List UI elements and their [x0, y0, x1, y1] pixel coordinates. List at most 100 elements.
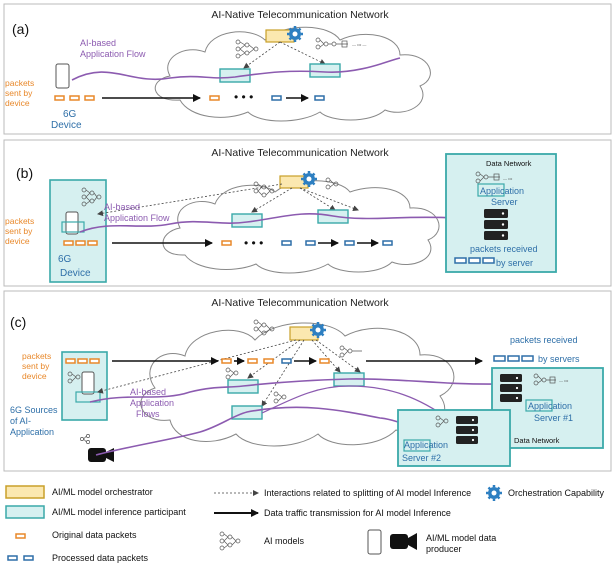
model-output-mark: — ••• — — [352, 42, 366, 47]
panel-c-flow-line2: Application — [130, 398, 174, 408]
panel-a-title: AI-Native Telecommunication Network — [211, 9, 389, 21]
ai-model-icon — [80, 434, 90, 444]
panel-a: AI-Native Telecommunication Network (a) … — [3, 3, 612, 135]
application-flow-line — [95, 406, 446, 456]
panel-c-label: (c) — [10, 314, 26, 330]
legend-orchestration-label: Orchestration Capability — [508, 488, 605, 498]
received-packet-group — [454, 257, 495, 264]
smartphone-icon — [55, 63, 70, 89]
legend-processed-swatch — [7, 555, 34, 561]
legend-processed-label: Processed data packets — [52, 553, 149, 563]
panel-b-received-line2: by server — [496, 258, 533, 268]
panel-b-packets-line1: packets — [5, 216, 34, 226]
model-output-mark: — ••• — [503, 176, 513, 181]
panel-c-server1-line2: Server #1 — [534, 413, 573, 423]
smartphone-icon — [65, 211, 79, 235]
panel-a-flow-label-1: AI-based — [80, 38, 116, 48]
panel-b-device-line1: 6G — [58, 254, 72, 265]
application-flow-line — [89, 378, 501, 403]
source-inference-participant — [75, 391, 101, 403]
orchestration-gear-icon — [301, 171, 317, 187]
panel-b-cloud — [162, 180, 440, 274]
legend-original-label: Original data packets — [52, 530, 137, 540]
ellipsis: • • • — [234, 90, 253, 104]
server-inference-participant — [477, 183, 505, 197]
panel-b-device-line2: Device — [60, 268, 91, 279]
panel-c-server2-line2: Server #2 — [402, 453, 441, 463]
panel-b: AI-Native Telecommunication Network (b) … — [3, 139, 612, 287]
received-packet-group — [493, 355, 534, 362]
legend: AI/ML model orchestrator AI/ML model inf… — [5, 485, 605, 563]
interaction-lines — [97, 183, 359, 217]
ai-model-icon — [435, 415, 449, 428]
legend-participant-label: AI/ML model inference participant — [52, 507, 186, 517]
ai-model-icon — [253, 181, 275, 198]
panel-c-server2-box — [397, 409, 511, 467]
server-inference-participant — [403, 439, 431, 452]
panel-c-flow-line1: AI-based — [130, 387, 166, 397]
panel-a-label: (a) — [12, 21, 29, 37]
legend-ai-models-label: AI models — [264, 536, 305, 546]
panel-c-flow-line3: Flows — [136, 409, 160, 419]
original-packet-group — [65, 358, 100, 364]
panel-c-server2-line1: Application — [404, 440, 448, 450]
panel-a-flow-label-2: Application Flow — [80, 49, 146, 59]
ai-model-icon — [67, 371, 81, 384]
panel-b-flow-label-2: Application Flow — [104, 213, 170, 223]
panel-a-packets-line2: sent by — [5, 88, 33, 98]
panel-c-server1-line1: Application — [528, 401, 572, 411]
legend-orchestrator-swatch — [5, 485, 45, 499]
processed-packet — [281, 240, 292, 246]
original-packet — [247, 358, 258, 364]
legend-traffic-label: Data traffic transmission for AI model I… — [264, 508, 451, 518]
panel-b-label: (b) — [16, 165, 33, 181]
processed-packet — [344, 240, 355, 246]
panel-b-flow-label-1: AI-based — [104, 202, 140, 212]
panel-b-received-line1: packets received — [470, 244, 538, 254]
processed-packet — [305, 240, 316, 246]
legend-interactions-label: Interactions related to splitting of AI … — [264, 488, 471, 498]
application-flow-line — [71, 57, 401, 81]
panel-c-packets-line1: packets — [22, 351, 51, 361]
original-packet-group — [63, 240, 98, 246]
legend-participant-swatch — [5, 505, 45, 519]
panel-c-received-line2: by servers — [538, 354, 580, 364]
panel-c-packets-line2: sent by — [22, 361, 50, 371]
ai-model-icon — [81, 187, 102, 207]
legend-gear-icon — [486, 485, 502, 501]
panel-b-title: AI-Native Telecommunication Network — [211, 147, 389, 159]
ai-model-icon — [533, 373, 556, 386]
legend-producer-line1: AI/ML model data — [426, 533, 496, 543]
ai-model-icon — [339, 345, 362, 358]
panel-a-packets-line3: device — [5, 98, 30, 108]
legend-ai-models-icon — [219, 531, 241, 551]
ai-model-icon — [475, 171, 500, 184]
legend-video-camera-icon — [390, 533, 417, 550]
ai-model-icon — [273, 391, 287, 404]
model-output-mark: — ••• — [559, 378, 569, 383]
video-camera-icon — [88, 448, 114, 462]
orchestration-gear-icon — [310, 322, 326, 338]
panel-c-sources-line2: of AI- — [10, 416, 31, 426]
panel-b-server-line1: Application — [480, 186, 524, 196]
processed-packet — [281, 358, 292, 364]
ai-model-icon — [325, 177, 339, 190]
interaction-lines — [97, 339, 361, 407]
panel-c-data-network-label: Data Network — [514, 436, 560, 445]
original-packet — [221, 358, 232, 364]
original-packet — [319, 358, 330, 364]
panel-a-device-line1: 6G — [63, 109, 77, 120]
panel-a-packets-line1: packets — [5, 78, 34, 88]
original-packet — [221, 240, 232, 246]
device-inference-participant — [61, 221, 85, 233]
server-icon — [484, 209, 508, 240]
panel-c: AI-Native Telecommunication Network (c) … — [3, 290, 612, 472]
ellipsis: • • • — [244, 236, 263, 250]
smartphone-icon — [81, 371, 95, 395]
server-inference-participant — [525, 399, 553, 412]
server-icon — [456, 416, 478, 444]
panel-b-packets-line2: sent by — [5, 226, 33, 236]
panel-c-packets-line3: device — [22, 371, 47, 381]
application-flow-line — [261, 385, 451, 421]
